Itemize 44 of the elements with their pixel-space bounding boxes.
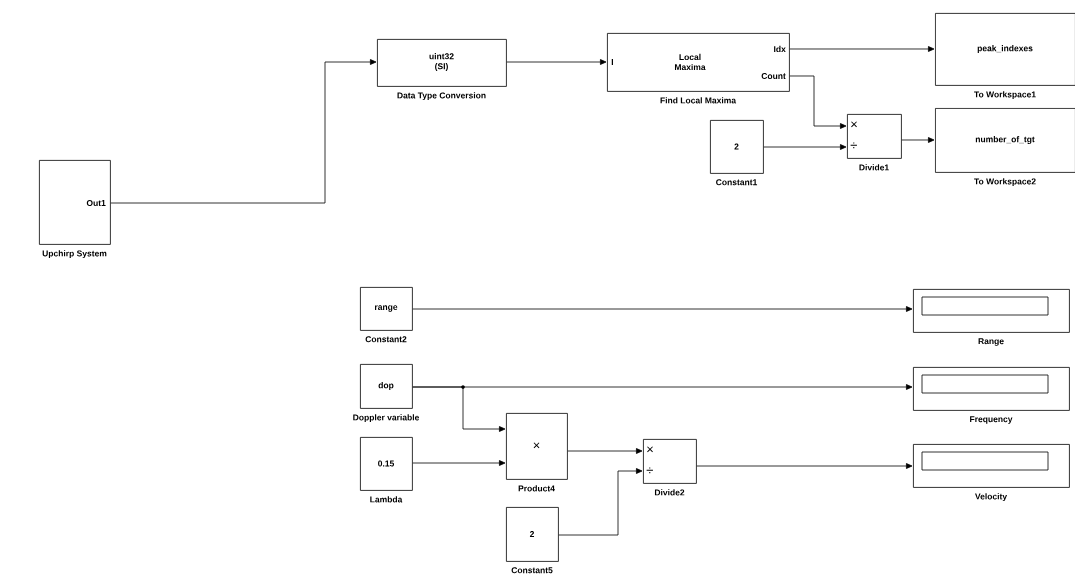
display-block xyxy=(913,444,1070,488)
block: I Local Maxima Idx Count xyxy=(607,33,790,92)
signal-line xyxy=(412,460,506,466)
signal-line xyxy=(506,59,607,65)
signal-line xyxy=(696,463,913,469)
block-label: Upchirp System xyxy=(42,250,107,259)
block-label: Frequency xyxy=(970,416,1013,424)
block: 2 xyxy=(710,120,764,174)
block-label: Constant5 xyxy=(511,567,553,574)
block: Out1 xyxy=(39,160,111,245)
display-block xyxy=(913,289,1070,333)
block: number_of_tgt xyxy=(935,108,1075,173)
block-label: Range xyxy=(978,338,1004,346)
signal-line xyxy=(567,448,643,454)
block-label: Velocity xyxy=(975,493,1008,502)
block-label: Divide1 xyxy=(859,164,889,171)
block-label: Find Local Maxima xyxy=(660,97,737,104)
block-label: Data Type Conversion xyxy=(397,92,486,101)
signal-line xyxy=(789,75,847,129)
block-label: Lambda xyxy=(370,496,403,503)
block: peak_indexes xyxy=(935,13,1075,86)
signal-line xyxy=(558,468,643,536)
block-label: To Workspace2 xyxy=(974,178,1036,187)
block: range xyxy=(360,287,413,331)
signal-line xyxy=(412,306,913,312)
block: 2 xyxy=(506,507,559,562)
signal-line xyxy=(789,46,935,52)
block: × ÷ xyxy=(643,439,697,484)
signal-line xyxy=(763,144,847,150)
block: dop xyxy=(360,364,413,409)
block: × xyxy=(506,413,568,480)
block: × ÷ xyxy=(847,114,902,159)
signal-line xyxy=(412,386,506,432)
block: 0.15 xyxy=(360,437,413,491)
block-label: Doppler variable xyxy=(353,414,419,423)
block-label: Divide2 xyxy=(654,489,685,496)
block-label: Constant1 xyxy=(716,179,758,186)
block: uint32 (SI) xyxy=(377,39,507,87)
block-label: Constant2 xyxy=(365,336,407,343)
signal-line xyxy=(110,59,377,204)
signal-line xyxy=(901,137,935,143)
block-label: Product4 xyxy=(518,485,555,492)
display-block xyxy=(913,367,1070,411)
block-label: To Workspace1 xyxy=(974,91,1036,100)
